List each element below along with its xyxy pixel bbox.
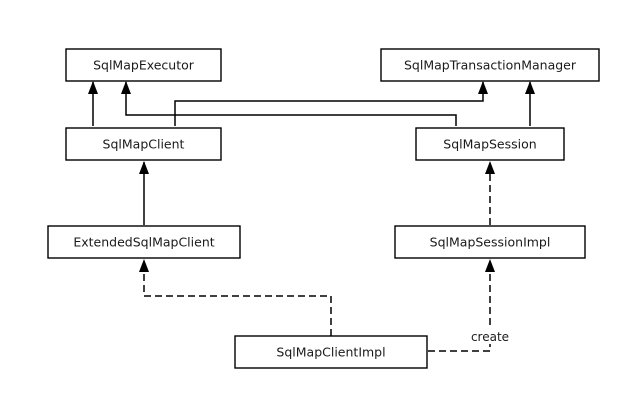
edge-ext-client-to-client	[139, 161, 149, 225]
class-sqlmapclientimpl: SqlMapClientImpl	[234, 335, 428, 369]
edge-client-impl-creates-session-impl: create	[428, 259, 512, 352]
edge-session-impl-to-session	[485, 161, 495, 225]
class-sqlmaptransactionmanager: SqlMapTransactionManager	[380, 48, 600, 82]
class-sqlmapsession: SqlMapSession	[415, 127, 565, 161]
edge-session-to-tx-manager	[525, 81, 535, 126]
svg-text:SqlMapClientImpl: SqlMapClientImpl	[276, 345, 385, 360]
edge-client-to-executor	[88, 81, 98, 126]
svg-text:SqlMapTransactionManager: SqlMapTransactionManager	[404, 58, 577, 73]
class-extendedsqlmapclient: ExtendedSqlMapClient	[47, 225, 241, 259]
svg-text:SqlMapSessionImpl: SqlMapSessionImpl	[430, 235, 551, 250]
svg-text:SqlMapExecutor: SqlMapExecutor	[93, 58, 195, 73]
class-sqlmapclient: SqlMapClient	[65, 127, 222, 161]
svg-text:ExtendedSqlMapClient: ExtendedSqlMapClient	[73, 235, 214, 250]
edge-session-to-executor	[121, 81, 457, 126]
edge-client-to-tx-manager	[174, 81, 488, 126]
edge-client-impl-to-ext-client	[139, 259, 332, 336]
class-sqlmapsessionimpl: SqlMapSessionImpl	[394, 225, 586, 259]
create-label: create	[471, 330, 509, 344]
class-sqlmapexecutor: SqlMapExecutor	[65, 48, 222, 82]
svg-text:SqlMapSession: SqlMapSession	[443, 137, 536, 152]
svg-text:SqlMapClient: SqlMapClient	[103, 137, 185, 152]
